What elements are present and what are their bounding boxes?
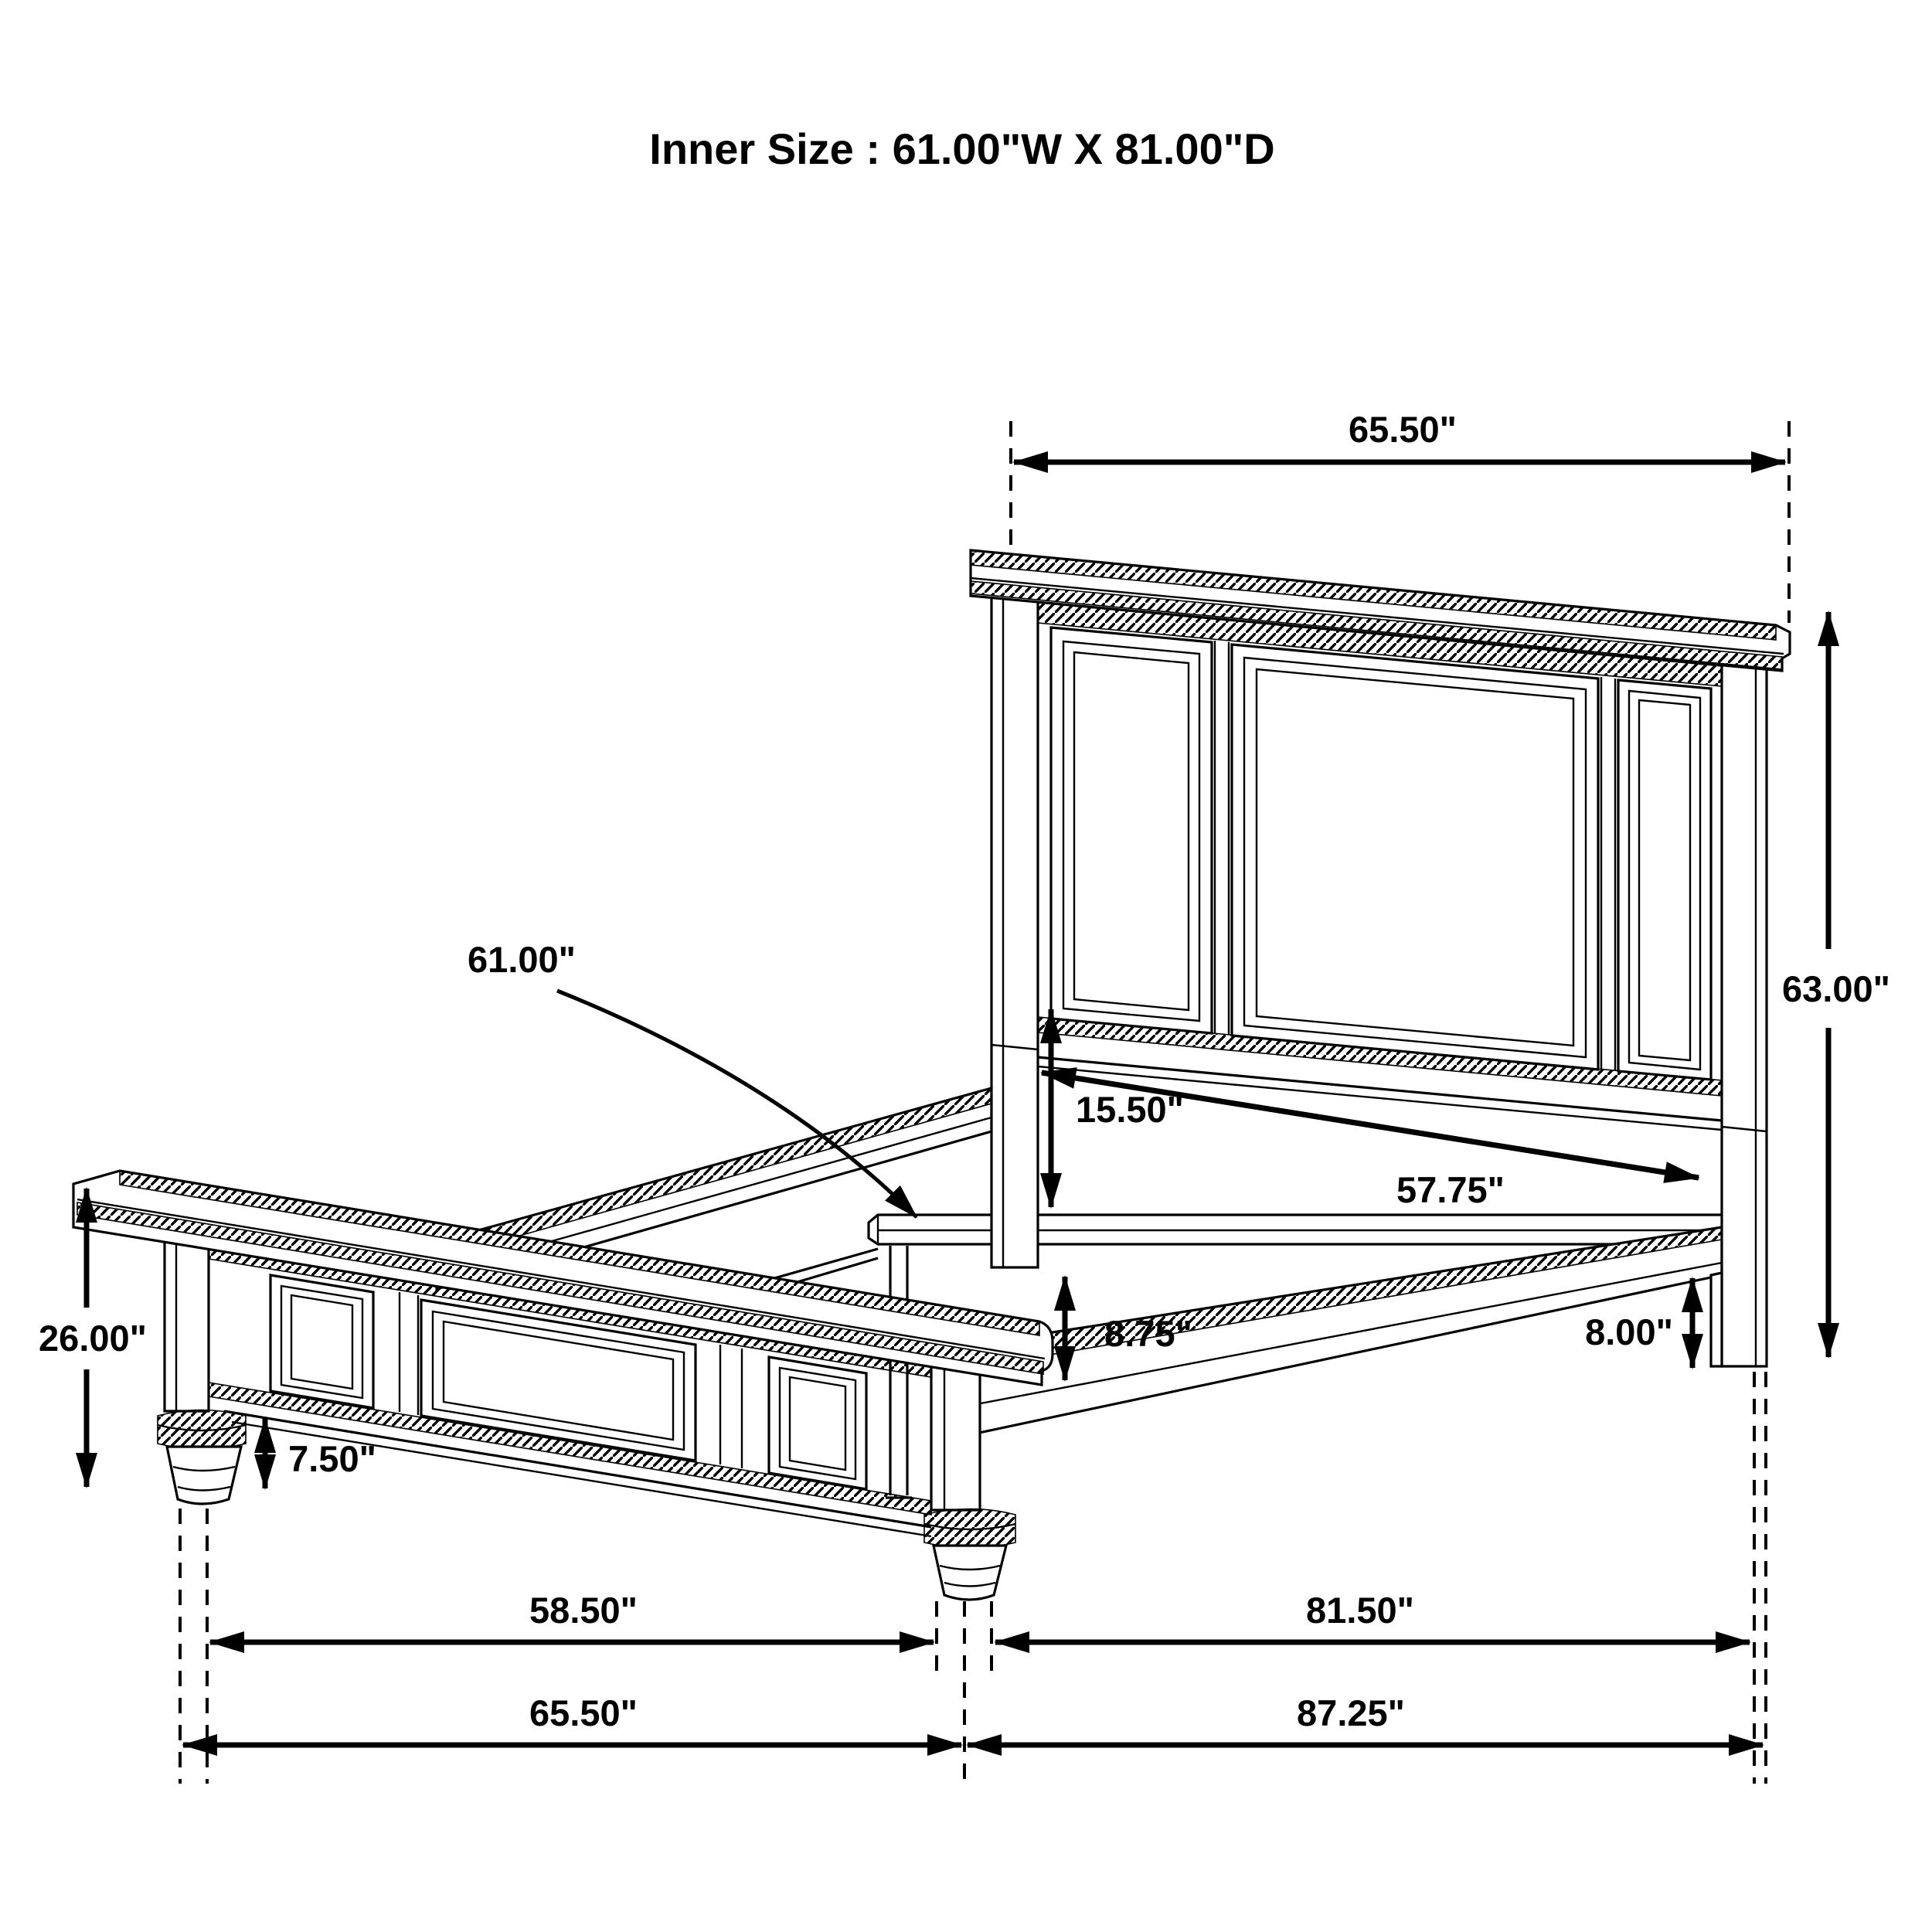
footboard-left-panel — [269, 1274, 375, 1410]
diagram-title: Inner Size : 61.00"W X 81.00"D — [649, 124, 1274, 173]
dimension-footboard-overall-width: 65.50" — [182, 1692, 963, 1756]
headboard-right-panel — [1617, 679, 1713, 1081]
dimension-footboard-height: 26.00" — [39, 1187, 147, 1488]
footboard — [72, 1169, 1054, 1601]
headboard-stiles — [1213, 641, 1617, 1071]
dimension-overall-depth: 87.25" — [966, 1692, 1764, 1756]
dimension-label-inner-width: 61.00" — [468, 939, 576, 980]
dimension-label-footboard-height: 26.00" — [39, 1318, 147, 1359]
dimension-label-slat-to-rail: 8.75" — [1104, 1313, 1192, 1354]
bed-drawing — [72, 549, 1791, 1601]
dimension-label-footboard-leg: 7.50" — [288, 1438, 376, 1479]
dimension-label-footboard-inner-width: 58.50" — [529, 1590, 638, 1631]
footboard-right-leg — [930, 1351, 981, 1512]
footboard-center-panel — [420, 1298, 697, 1462]
dimension-label-side-rail-length: 81.50" — [1306, 1590, 1414, 1631]
dimension-top-width: 65.50" — [1012, 409, 1787, 473]
dimension-rail-to-slat: 15.50" — [1040, 1008, 1184, 1209]
footboard-left-leg — [163, 1219, 210, 1413]
dimension-slat-to-rail: 8.75" — [1054, 1275, 1192, 1382]
headboard-sill-rail — [1037, 1016, 1723, 1131]
dimension-label-top-width: 65.50" — [1349, 409, 1457, 450]
footboard-right-panel — [767, 1355, 868, 1491]
dimension-label-overall-depth: 87.25" — [1297, 1692, 1405, 1733]
footboard-cap — [72, 1169, 1054, 1386]
dimension-footboard-leg: 7.50" — [254, 1417, 376, 1490]
dimension-headboard-height: 63.00" — [1782, 611, 1890, 1359]
dimension-label-footboard-overall-width: 65.50" — [529, 1692, 638, 1733]
dimension-inner-width: 61.00" — [468, 939, 918, 1219]
headboard-cap — [969, 549, 1791, 672]
headboard-left-panel — [1049, 626, 1213, 1035]
dimension-headboard-inner-width: 57.75" — [1040, 1067, 1700, 1210]
dimension-side-rail-length: 81.50" — [994, 1590, 1751, 1653]
footboard-left-foot — [157, 1409, 247, 1505]
footboard-right-foot — [923, 1508, 1016, 1601]
headboard-right-post — [1709, 662, 1768, 1368]
headboard-left-post — [990, 595, 1039, 1269]
dimension-footboard-inner-width: 58.50" — [209, 1590, 935, 1653]
dimension-label-headboard-height: 63.00" — [1782, 968, 1890, 1009]
dimension-label-headboard-inner-width: 57.75" — [1396, 1169, 1505, 1210]
footboard-stiles — [398, 1292, 743, 1468]
headboard — [969, 549, 1791, 1368]
headboard-center-panel — [1230, 643, 1600, 1071]
dimension-label-rail-clearance: 8.00" — [1585, 1311, 1673, 1352]
dimension-rail-clearance: 8.00" — [1585, 1277, 1703, 1369]
dimension-label-rail-to-slat: 15.50" — [1076, 1089, 1184, 1130]
